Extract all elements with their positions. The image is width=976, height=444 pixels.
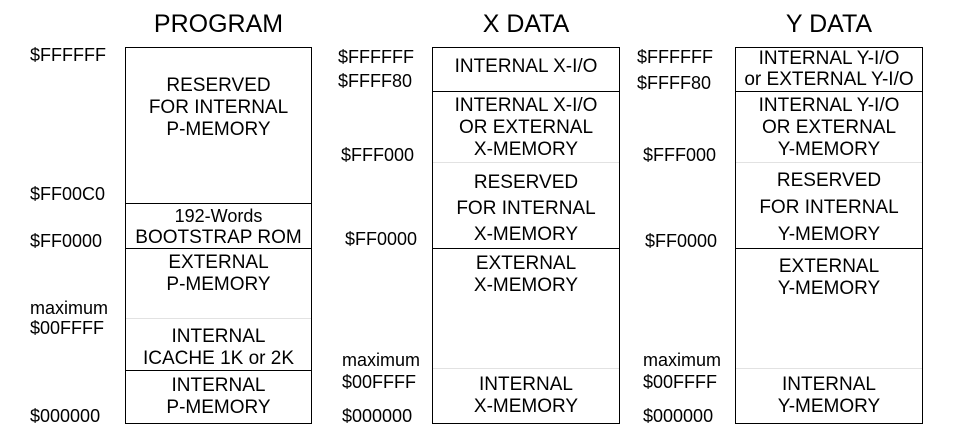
region-line: INTERNAL Y-I/O	[758, 95, 900, 116]
region-line: EXTERNAL	[778, 256, 880, 277]
x-region-internal: INTERNAL X-MEMORY	[432, 374, 620, 418]
x-data-divider	[432, 91, 620, 92]
region-line: FOR INTERNAL	[148, 97, 289, 118]
region-line: P-MEMORY	[166, 119, 271, 140]
program-address-ff0000: $FF0000	[30, 231, 103, 251]
x-address-bottom: $000000	[342, 406, 413, 426]
y-address-maximum: maximum	[643, 350, 722, 370]
region-line: BOOTSTRAP ROM	[135, 227, 302, 248]
x-address-ff0000: $FF0000	[345, 229, 418, 249]
program-divider	[125, 248, 312, 249]
region-line: INTERNAL	[171, 326, 266, 347]
x-data-divider-light	[433, 162, 619, 163]
program-region-icache: INTERNAL ICACHE 1K or 2K	[125, 326, 312, 370]
region-line: FOR INTERNAL	[456, 198, 596, 219]
region-line: INTERNAL	[171, 375, 266, 396]
program-divider	[125, 203, 312, 204]
region-line: ICACHE 1K or 2K	[143, 348, 294, 369]
x-address-top: $FFFFFF	[338, 47, 414, 67]
y-data-memory-map	[735, 47, 923, 424]
y-region-external: EXTERNAL Y-MEMORY	[735, 256, 923, 300]
region-line: RESERVED	[166, 75, 271, 96]
region-line: RESERVED	[473, 172, 579, 193]
region-line: X-MEMORY	[473, 275, 579, 296]
x-address-00ffff: $00FFFF	[342, 372, 417, 392]
region-line: EXTERNAL	[475, 253, 577, 274]
region-line: INTERNAL	[782, 374, 876, 395]
y-address-bottom: $000000	[643, 406, 714, 426]
y-data-title: Y DATA	[785, 10, 873, 38]
region-line: P-MEMORY	[166, 397, 271, 418]
program-region-internal: INTERNAL P-MEMORY	[125, 375, 312, 419]
x-region-io-or-external: INTERNAL X-I/O OR EXTERNAL X-MEMORY	[432, 95, 620, 161]
region-line: Y-MEMORY	[777, 278, 881, 299]
program-region-bootstrap-rom: 192-Words BOOTSTRAP ROM	[125, 206, 312, 248]
y-address-ffff80: $FFFF80	[637, 73, 712, 93]
y-address-00ffff: $00FFFF	[643, 372, 718, 392]
x-data-title: X DATA	[482, 10, 570, 38]
region-line: X-MEMORY	[473, 139, 579, 160]
program-address-00ffff: $00FFFF	[30, 318, 105, 338]
program-region-reserved: RESERVED FOR INTERNAL P-MEMORY	[125, 75, 312, 141]
region-line: 192-Words	[174, 206, 263, 226]
region-line: Y-MEMORY	[777, 224, 881, 245]
program-address-bottom: $000000	[30, 406, 101, 426]
region-line: INTERNAL X-I/O	[454, 95, 598, 116]
program-divider-light	[126, 318, 311, 319]
region-line: X-MEMORY	[473, 396, 579, 417]
region-line: or EXTERNAL Y-I/O	[744, 69, 914, 90]
x-data-divider	[432, 248, 620, 249]
y-region-io: INTERNAL Y-I/O or EXTERNAL Y-I/O	[735, 48, 923, 90]
y-data-divider	[735, 91, 923, 92]
region-line: Y-MEMORY	[777, 139, 881, 160]
region-line: OR EXTERNAL	[458, 117, 594, 138]
y-address-ff0000: $FF0000	[645, 231, 718, 251]
region-line: INTERNAL	[479, 374, 573, 395]
y-data-divider-light	[736, 162, 922, 163]
y-address-fff000: $FFF000	[643, 145, 717, 165]
y-data-divider	[735, 248, 923, 249]
x-region-external: EXTERNAL X-MEMORY	[432, 253, 620, 297]
region-line: INTERNAL Y-I/O	[758, 48, 900, 69]
y-data-divider-light	[736, 368, 922, 369]
y-address-top: $FFFFFF	[637, 47, 713, 67]
program-address-maximum: maximum	[30, 298, 109, 318]
program-divider	[125, 370, 312, 371]
region-line: RESERVED	[776, 170, 882, 191]
x-address-maximum: maximum	[342, 350, 421, 370]
x-address-ffff80: $FFFF80	[338, 71, 413, 91]
y-region-internal: INTERNAL Y-MEMORY	[735, 374, 923, 418]
region-line: INTERNAL X-I/O	[454, 56, 598, 77]
y-region-io-or-external: INTERNAL Y-I/O OR EXTERNAL Y-MEMORY	[735, 95, 923, 161]
region-line: OR EXTERNAL	[761, 117, 897, 138]
x-data-divider-light	[433, 368, 619, 369]
region-line: FOR INTERNAL	[759, 197, 899, 218]
program-memory-map	[125, 47, 312, 424]
x-data-memory-map	[432, 47, 620, 424]
region-line: Y-MEMORY	[777, 396, 881, 417]
x-address-fff000: $FFF000	[341, 145, 415, 165]
y-region-reserved: RESERVED FOR INTERNAL Y-MEMORY	[735, 167, 923, 248]
region-line: EXTERNAL	[168, 252, 269, 273]
x-region-reserved: RESERVED FOR INTERNAL X-MEMORY	[432, 170, 620, 248]
program-title: PROGRAM	[153, 10, 284, 38]
program-address-top: $FFFFFF	[30, 45, 106, 65]
x-region-internal-io: INTERNAL X-I/O	[432, 56, 620, 78]
region-line: X-MEMORY	[473, 224, 579, 245]
region-line: P-MEMORY	[166, 274, 271, 295]
program-address-ff00c0: $FF00C0	[30, 184, 106, 204]
program-region-external: EXTERNAL P-MEMORY	[125, 252, 312, 296]
